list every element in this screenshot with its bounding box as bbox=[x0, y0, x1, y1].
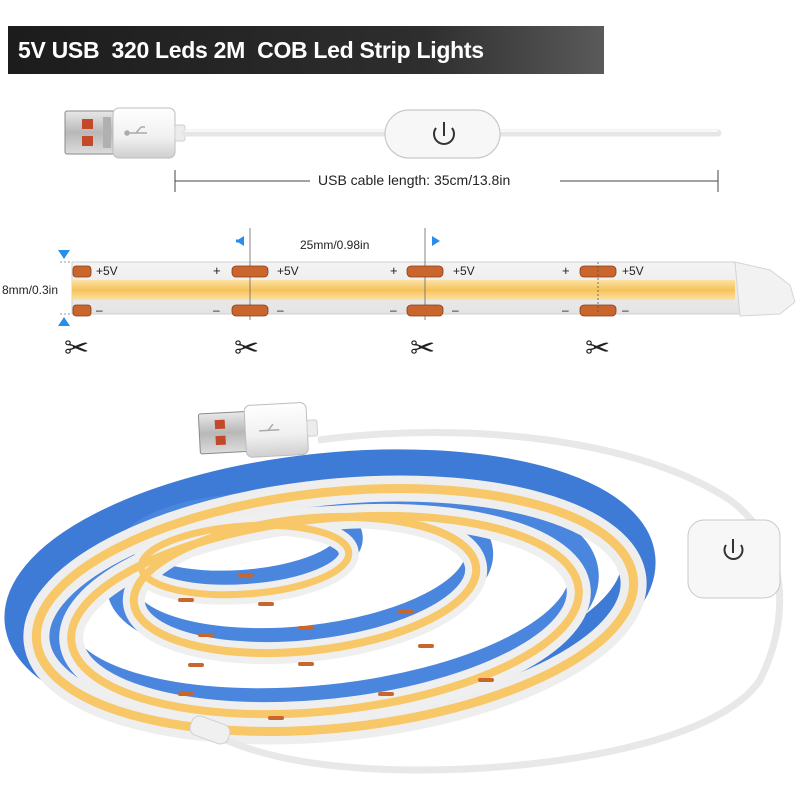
cable-length-dimension bbox=[174, 170, 719, 192]
minus-label: – bbox=[213, 303, 220, 317]
strip-width-label: 8mm/0.3in bbox=[2, 283, 59, 297]
volt-label: +5V bbox=[277, 264, 299, 278]
plus-label: + bbox=[562, 263, 570, 278]
minus-label: – bbox=[622, 303, 629, 317]
plus-label: + bbox=[390, 263, 398, 278]
touch-switch-bottom bbox=[687, 519, 781, 599]
volt-label: +5V bbox=[453, 264, 475, 278]
plus-label: + bbox=[213, 263, 221, 278]
power-icon bbox=[433, 122, 455, 145]
usb-cable-bottom bbox=[203, 429, 784, 774]
page-title: 5V USB 320 Leds 2M COB Led Strip Lights bbox=[18, 36, 484, 63]
strip-diagram bbox=[58, 228, 796, 326]
scissors-icon: ✂ bbox=[585, 332, 611, 365]
minus-label: – bbox=[562, 303, 569, 317]
scissors-icon: ✂ bbox=[234, 332, 260, 365]
minus-label: – bbox=[390, 303, 397, 317]
title-banner: 5V USB 320 Leds 2M COB Led Strip Lights bbox=[8, 26, 604, 74]
usb-icon bbox=[124, 126, 147, 136]
minus-label: – bbox=[277, 303, 284, 317]
cable-length-label: USB cable length: 35cm/13.8in bbox=[318, 172, 511, 188]
usb-plug-top bbox=[64, 107, 186, 159]
coiled-strip bbox=[4, 449, 656, 745]
touch-switch-top bbox=[384, 109, 501, 159]
usb-plug-bottom bbox=[197, 402, 319, 458]
scissors-icon: ✂ bbox=[64, 332, 90, 365]
minus-label: – bbox=[96, 303, 103, 317]
minus-label: – bbox=[452, 303, 459, 317]
segment-length-label: 25mm/0.98in bbox=[300, 238, 370, 252]
volt-label: +5V bbox=[96, 264, 118, 278]
volt-label: +5V bbox=[622, 264, 644, 278]
scissors-icon: ✂ bbox=[410, 332, 436, 365]
